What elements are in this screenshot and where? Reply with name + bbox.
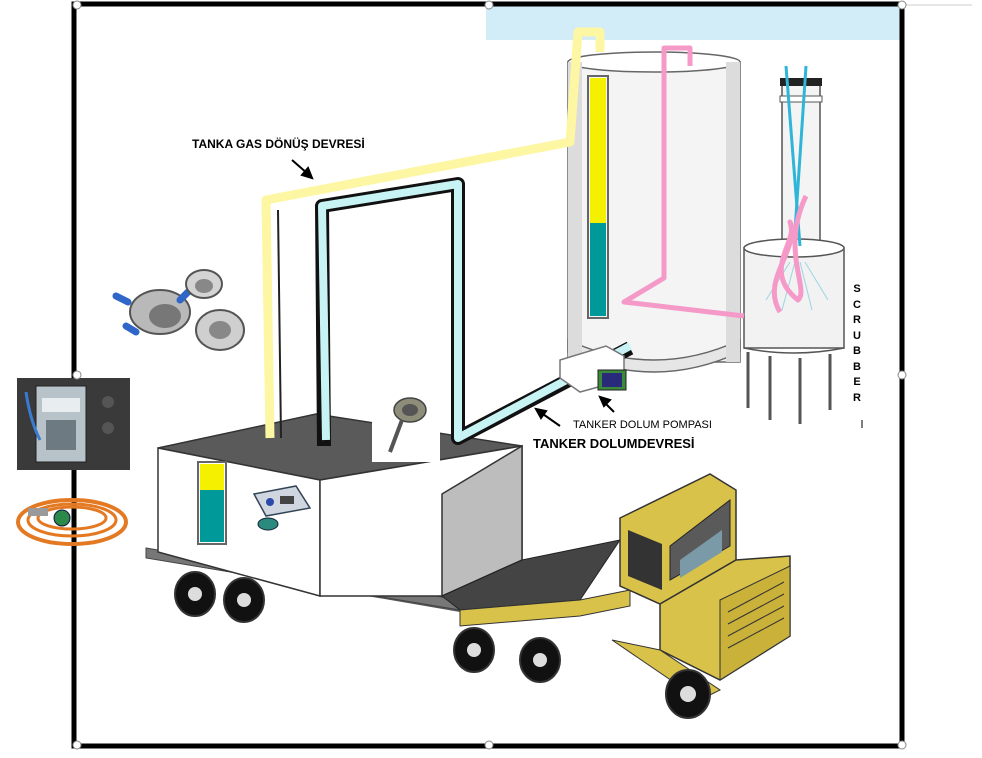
frame-handles [72, 0, 907, 750]
truck-control-box [252, 485, 312, 531]
label-arrows [291, 159, 615, 427]
grounding-cable-icon [16, 498, 128, 546]
scrubber-letter: R [853, 391, 861, 404]
tank-level-gauge [587, 75, 609, 319]
scrubber-letter: B [853, 360, 861, 373]
scrubber-label: S C R U B B E R [851, 282, 863, 406]
tanker-fill-line [315, 177, 634, 447]
scrubber-letter: S [853, 283, 861, 295]
scrubber-letter: C [853, 298, 861, 311]
truck-level-gauge [197, 461, 227, 545]
sky-strip [486, 4, 902, 40]
truck-wheels [174, 571, 711, 719]
scrubber-unit [743, 78, 863, 428]
tanker-fill-pump [559, 345, 627, 393]
pump-label: TANKER DOLUM POMPASI [573, 419, 712, 431]
diagram-frame [71, 1, 972, 749]
grounding-monitor-photo-icon [17, 378, 130, 470]
nozzle-adapter-icon [372, 392, 440, 462]
fill-circuit-label: TANKER DOLUMDEVRESİ [533, 436, 695, 451]
gas-return-line [261, 27, 605, 439]
scrubber-letter: B [853, 345, 861, 357]
dry-break-coupling-icon [112, 269, 245, 351]
scrubber-letter: E [853, 376, 861, 388]
scrubber-letter: U [853, 329, 861, 342]
scrubber-letter: R [853, 314, 861, 326]
gas-return-label: TANKA GAS DÖNÜŞ DEVRESİ [192, 137, 365, 151]
scrubber-vent-line [621, 45, 809, 319]
